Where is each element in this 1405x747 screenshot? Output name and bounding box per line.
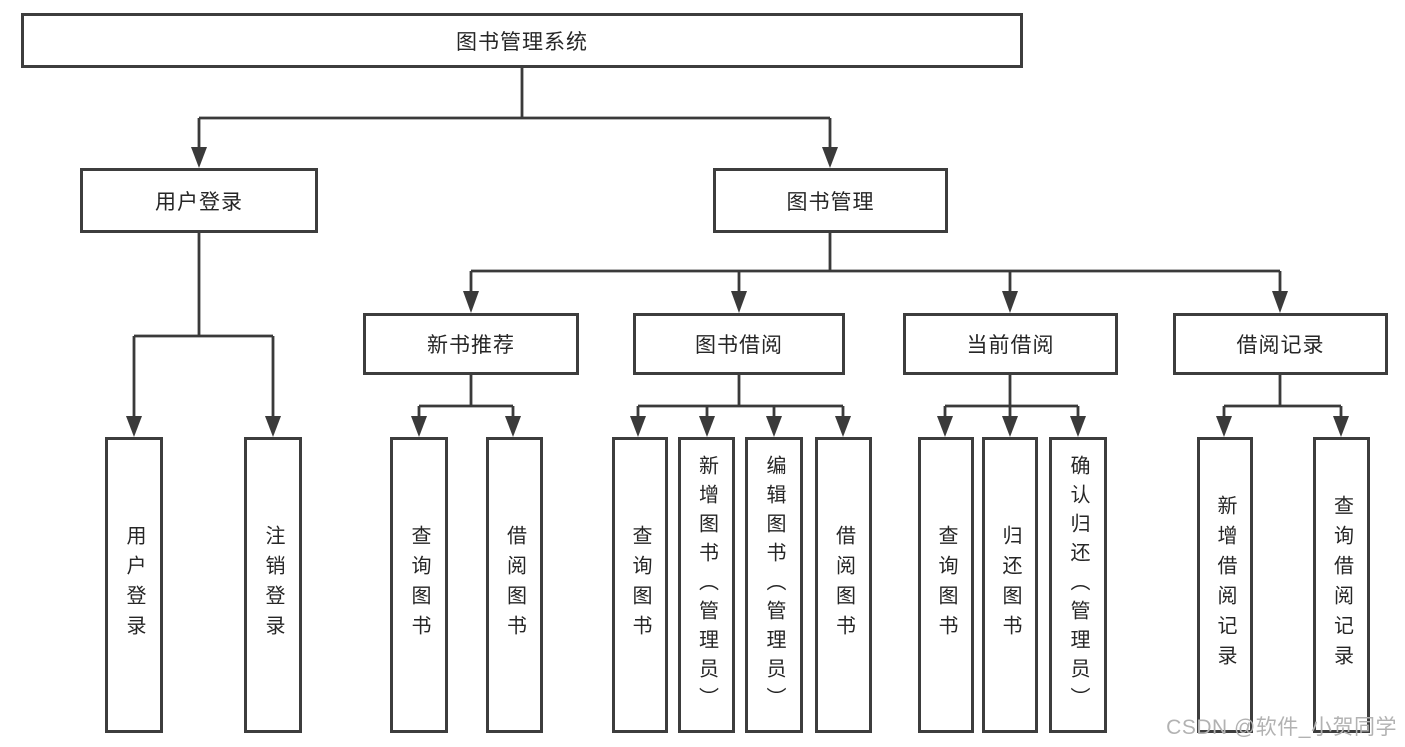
- node-bor-edit-book: 编辑图书（管理员）: [745, 437, 803, 733]
- node-cur-return-book-label: 归还图书: [999, 525, 1021, 645]
- node-user-login: 用户登录: [80, 168, 318, 233]
- node-book-management-label: 图书管理: [786, 190, 875, 214]
- node-leaf-user-login: 用户登录: [105, 437, 163, 733]
- connector-current-borrow-to-leaves: [943, 374, 1080, 419]
- node-book-borrow-label: 图书借阅: [695, 334, 783, 357]
- node-current-borrow: 当前借阅: [903, 313, 1118, 375]
- connector-book-borrow-to-leaves: [636, 374, 845, 419]
- node-record-add: 新增借阅记录: [1197, 437, 1253, 733]
- node-leaf-user-login-label: 用户登录: [123, 525, 145, 645]
- node-new-book-recommend: 新书推荐: [363, 313, 579, 375]
- node-rec-borrow-book: 借阅图书: [486, 437, 543, 733]
- node-book-management: 图书管理: [713, 168, 948, 233]
- csdn-watermark: CSDN @软件_小贺同学: [1166, 716, 1397, 739]
- node-borrow-records-label: 借阅记录: [1236, 334, 1325, 357]
- node-user-login-label: 用户登录: [155, 190, 243, 214]
- node-bor-add-book-label: 新增图书（管理员）: [695, 454, 718, 716]
- connector-root-to-level2: [197, 67, 832, 150]
- node-current-borrow-label: 当前借阅: [966, 334, 1055, 357]
- node-leaf-logout-label: 注销登录: [262, 525, 284, 645]
- connector-new-book-rec-to-leaves: [417, 374, 515, 419]
- arrowheads: [126, 147, 1349, 437]
- node-cur-query-book-label: 查询图书: [935, 525, 957, 645]
- node-rec-query-book: 查询图书: [390, 437, 448, 733]
- node-bor-add-book: 新增图书（管理员）: [678, 437, 735, 733]
- node-bor-borrow-book-label: 借阅图书: [832, 525, 855, 645]
- node-book-borrow: 图书借阅: [633, 313, 845, 375]
- node-new-book-recommend-label: 新书推荐: [427, 334, 515, 357]
- node-cur-query-book: 查询图书: [918, 437, 974, 733]
- node-leaf-logout: 注销登录: [244, 437, 302, 733]
- connector-user-login-to-leaves: [132, 231, 275, 419]
- node-cur-confirm-return-label: 确认归还（管理员）: [1067, 454, 1089, 716]
- node-bor-query-book: 查询图书: [612, 437, 668, 733]
- node-borrow-records: 借阅记录: [1173, 313, 1388, 375]
- node-cur-return-book: 归还图书: [982, 437, 1038, 733]
- node-bor-edit-book-label: 编辑图书（管理员）: [763, 454, 785, 716]
- node-bor-borrow-book: 借阅图书: [815, 437, 872, 733]
- node-record-add-label: 新增借阅记录: [1214, 495, 1236, 675]
- node-rec-borrow-book-label: 借阅图书: [503, 525, 526, 645]
- node-root: 图书管理系统: [21, 13, 1023, 68]
- connector-borrow-record-to-leaves: [1222, 374, 1343, 419]
- node-record-query-label: 查询借阅记录: [1330, 495, 1353, 675]
- node-root-label: 图书管理系统: [456, 30, 588, 54]
- node-cur-confirm-return: 确认归还（管理员）: [1049, 437, 1107, 733]
- node-record-query: 查询借阅记录: [1313, 437, 1370, 733]
- node-rec-query-book-label: 查询图书: [408, 525, 430, 645]
- connector-book-mgmt-to-level3: [469, 231, 1282, 294]
- node-bor-query-book-label: 查询图书: [629, 525, 651, 645]
